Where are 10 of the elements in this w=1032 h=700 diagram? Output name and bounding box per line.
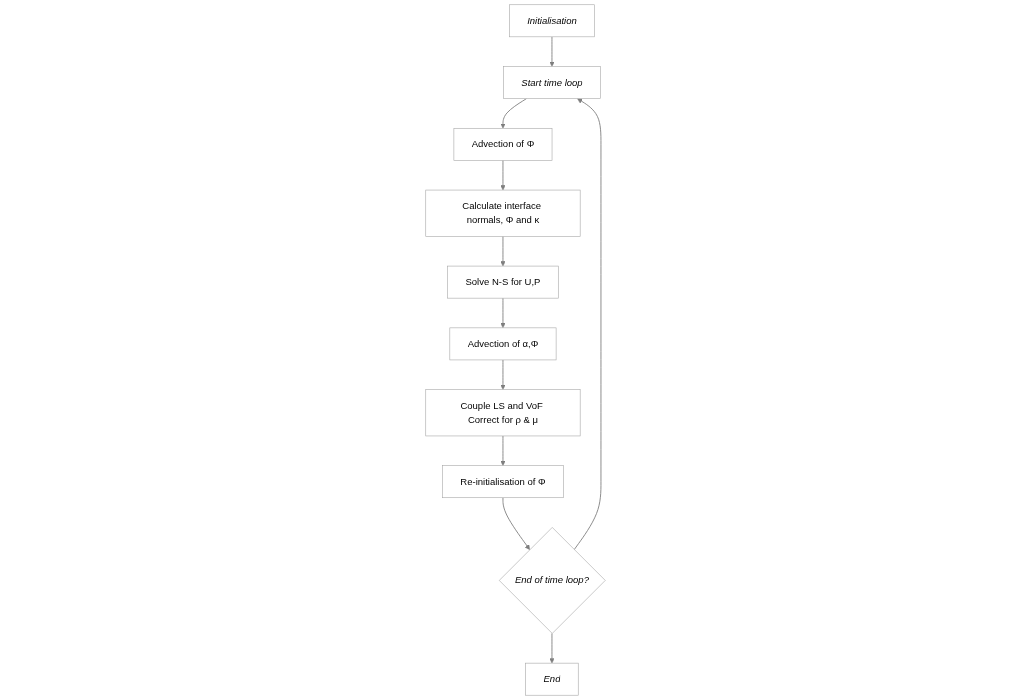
node-box: Advection of α,Φ <box>450 327 557 361</box>
node-box: Couple LS and VoF Correct for ρ & μ <box>425 389 581 437</box>
node-box: End <box>525 662 579 696</box>
node-box: Advection of Φ <box>454 128 553 161</box>
node-box: Calculate interface normals, Φ and κ <box>425 189 581 237</box>
node-box: Start time loop <box>503 66 602 99</box>
node-box: Re-initialisation of Φ <box>442 465 565 499</box>
node-box: Solve N-S for U,P <box>447 265 560 299</box>
node-box: Initialisation <box>509 4 596 38</box>
node-diamond: End of time loop? <box>499 527 607 634</box>
